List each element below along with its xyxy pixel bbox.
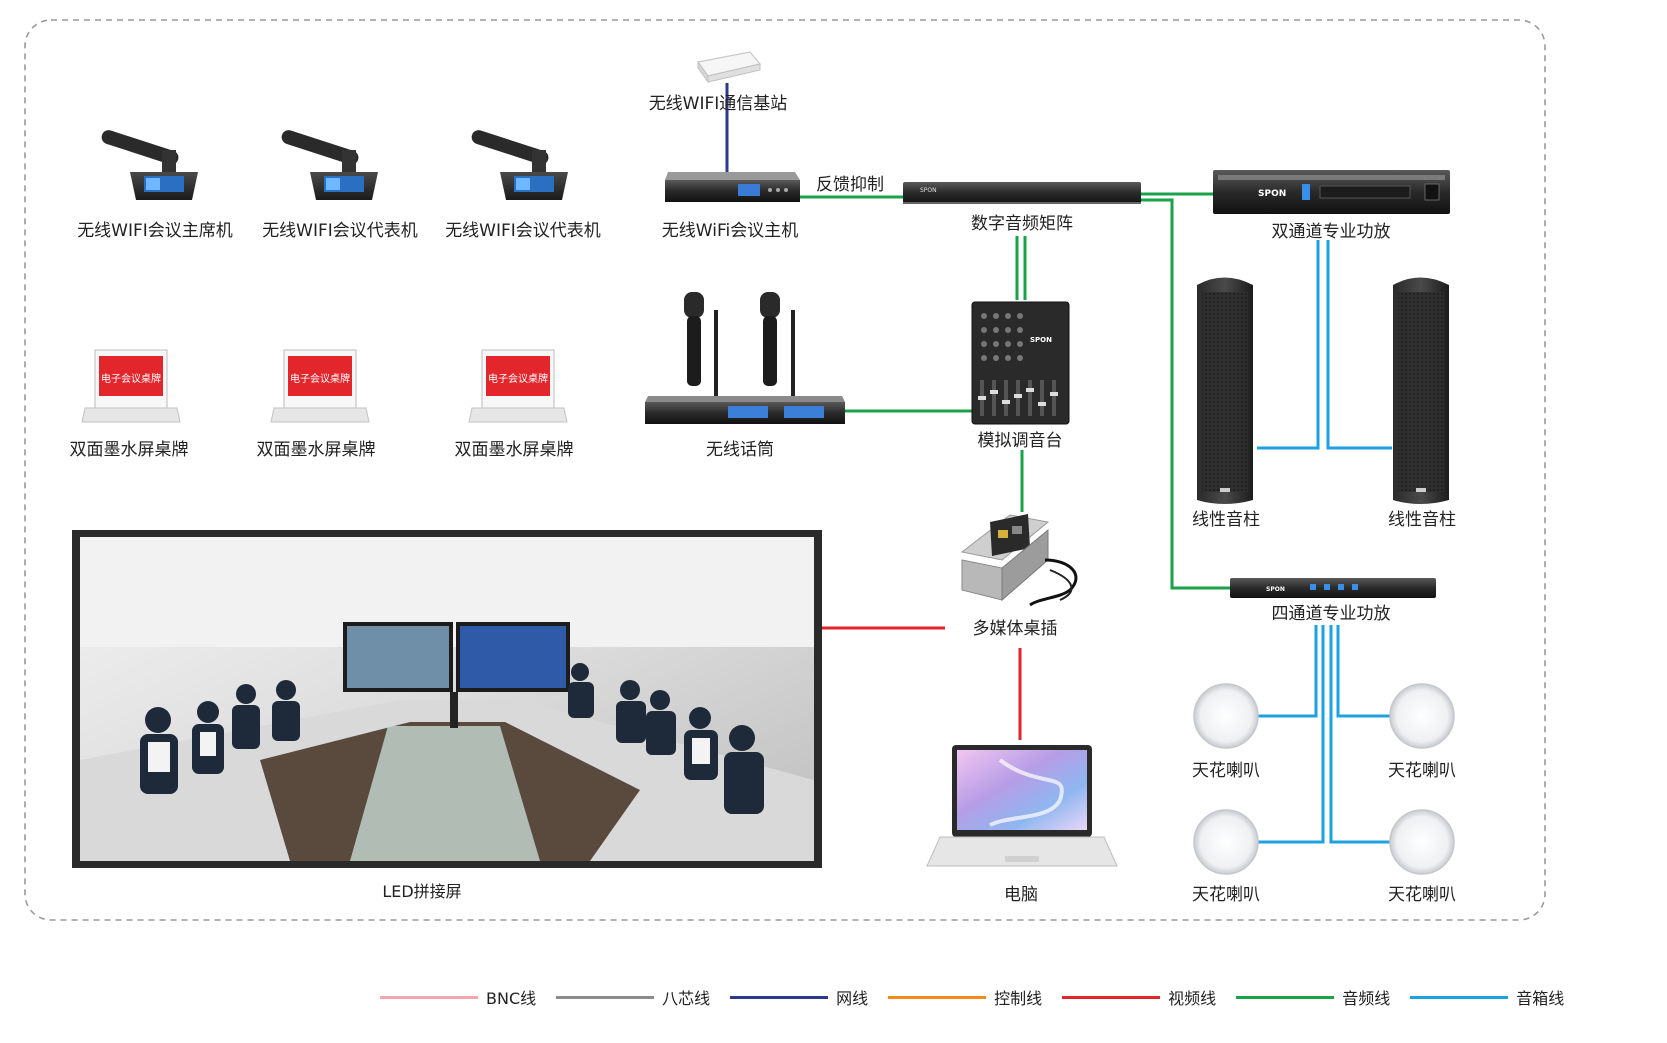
legend-item: 音频线	[1236, 985, 1390, 1009]
speaker-line-amp4-c3	[1258, 625, 1325, 844]
wifi-base-station	[696, 51, 762, 84]
legend-item: 八芯线	[556, 985, 710, 1009]
led-screen-label: LED拼接屏	[382, 882, 461, 901]
nameplate-2: 电子会议桌牌	[270, 349, 370, 423]
legend-label: BNC线	[486, 989, 537, 1008]
legend-label: 视频线	[1168, 989, 1217, 1008]
legend-label: 控制线	[994, 989, 1043, 1008]
ceiling-speaker-4	[1389, 809, 1455, 875]
svg-text:电子会议桌牌: 电子会议桌牌	[488, 372, 548, 385]
wifi-host-label: 无线WiFi会议主机	[662, 221, 798, 241]
ceiling-4-label: 天花喇叭	[1388, 885, 1456, 905]
wifi-base-label: 无线WIFI通信基站	[649, 94, 788, 114]
ceiling-1-label: 天花喇叭	[1192, 761, 1260, 781]
chair-unit	[101, 130, 198, 200]
column-speaker-right	[1393, 277, 1449, 504]
led-screen	[72, 530, 822, 868]
amp4-label: 四通道专业功放	[1272, 604, 1391, 624]
laptop-label: 电脑	[1004, 885, 1038, 905]
delegate-unit-1-label: 无线WIFI会议代表机	[262, 221, 418, 241]
legend-item: 视频线	[1062, 985, 1216, 1009]
nameplate-3: 电子会议桌牌	[468, 349, 568, 423]
analog-mixer: SPON	[971, 301, 1070, 425]
legend-item: 音箱线	[1410, 985, 1564, 1009]
chair-unit-label: 无线WIFI会议主席机	[77, 221, 233, 241]
legend-swatch	[380, 995, 478, 999]
legend-swatch	[556, 995, 655, 999]
delegate-unit-1	[281, 130, 378, 200]
connections	[725, 83, 1392, 844]
svg-text:SPON: SPON	[1030, 336, 1052, 344]
amplifier-4ch: SPON	[1230, 578, 1436, 598]
legend-label: 八芯线	[662, 989, 711, 1008]
speaker-line-amp2-left	[1257, 240, 1320, 450]
wifi-host	[665, 172, 800, 202]
legend-item: 网线	[730, 985, 868, 1009]
audio-matrix: SPON	[903, 182, 1141, 204]
multimedia-socket	[960, 514, 1078, 607]
legend-swatch	[730, 995, 829, 999]
ceiling-speaker-3	[1193, 809, 1259, 875]
column-left-label: 线性音柱	[1192, 510, 1260, 530]
ceiling-speaker-1	[1193, 683, 1259, 749]
legend-label: 音频线	[1342, 989, 1391, 1008]
ceiling-3-label: 天花喇叭	[1192, 885, 1260, 905]
wireless-mic	[645, 292, 845, 424]
legend: BNC线 八芯线 网线 控制线 视频线 音频线 音箱线	[380, 985, 1584, 1009]
multimedia-label: 多媒体桌插	[973, 619, 1058, 639]
amp2-label: 双通道专业功放	[1272, 222, 1391, 242]
delegate-unit-2-label: 无线WIFI会议代表机	[445, 221, 601, 241]
legend-item: 控制线	[888, 985, 1042, 1009]
svg-text:电子会议桌牌: 电子会议桌牌	[290, 372, 350, 385]
column-right-label: 线性音柱	[1388, 510, 1456, 530]
nameplate-1-label: 双面墨水屏桌牌	[70, 440, 189, 460]
legend-swatch	[1062, 995, 1161, 999]
legend-swatch	[1236, 995, 1335, 999]
legend-label: 网线	[836, 989, 869, 1008]
feedback-label: 反馈抑制	[816, 175, 884, 195]
column-speaker-left	[1197, 277, 1253, 504]
ceiling-speaker-2	[1389, 683, 1455, 749]
mixer-label: 模拟调音台	[978, 431, 1063, 451]
svg-text:SPON: SPON	[1258, 189, 1286, 199]
delegate-unit-2	[471, 130, 568, 200]
nameplate-3-label: 双面墨水屏桌牌	[455, 440, 574, 460]
amplifier-2ch: SPON	[1213, 170, 1450, 214]
audio-line-matrix-amp4	[1140, 198, 1230, 590]
legend-item: BNC线	[380, 985, 536, 1009]
legend-swatch	[888, 995, 987, 999]
speaker-line-amp4-c1	[1258, 625, 1318, 718]
laptop	[926, 745, 1118, 867]
matrix-label: 数字音频矩阵	[971, 214, 1073, 234]
speaker-line-amp4-c2	[1336, 625, 1392, 718]
svg-text:电子会议桌牌: 电子会议桌牌	[101, 372, 161, 385]
svg-text:SPON: SPON	[920, 187, 937, 194]
nameplate-2-label: 双面墨水屏桌牌	[257, 440, 376, 460]
ceiling-2-label: 天花喇叭	[1388, 761, 1456, 781]
svg-text:SPON: SPON	[1266, 586, 1285, 593]
nameplate-1: 电子会议桌牌	[81, 349, 181, 423]
speaker-line-amp2-right	[1326, 240, 1392, 450]
speaker-line-amp4-c4	[1329, 625, 1392, 844]
legend-label: 音箱线	[1516, 989, 1565, 1008]
legend-swatch	[1410, 995, 1509, 999]
wireless-mic-label: 无线话筒	[706, 440, 774, 460]
